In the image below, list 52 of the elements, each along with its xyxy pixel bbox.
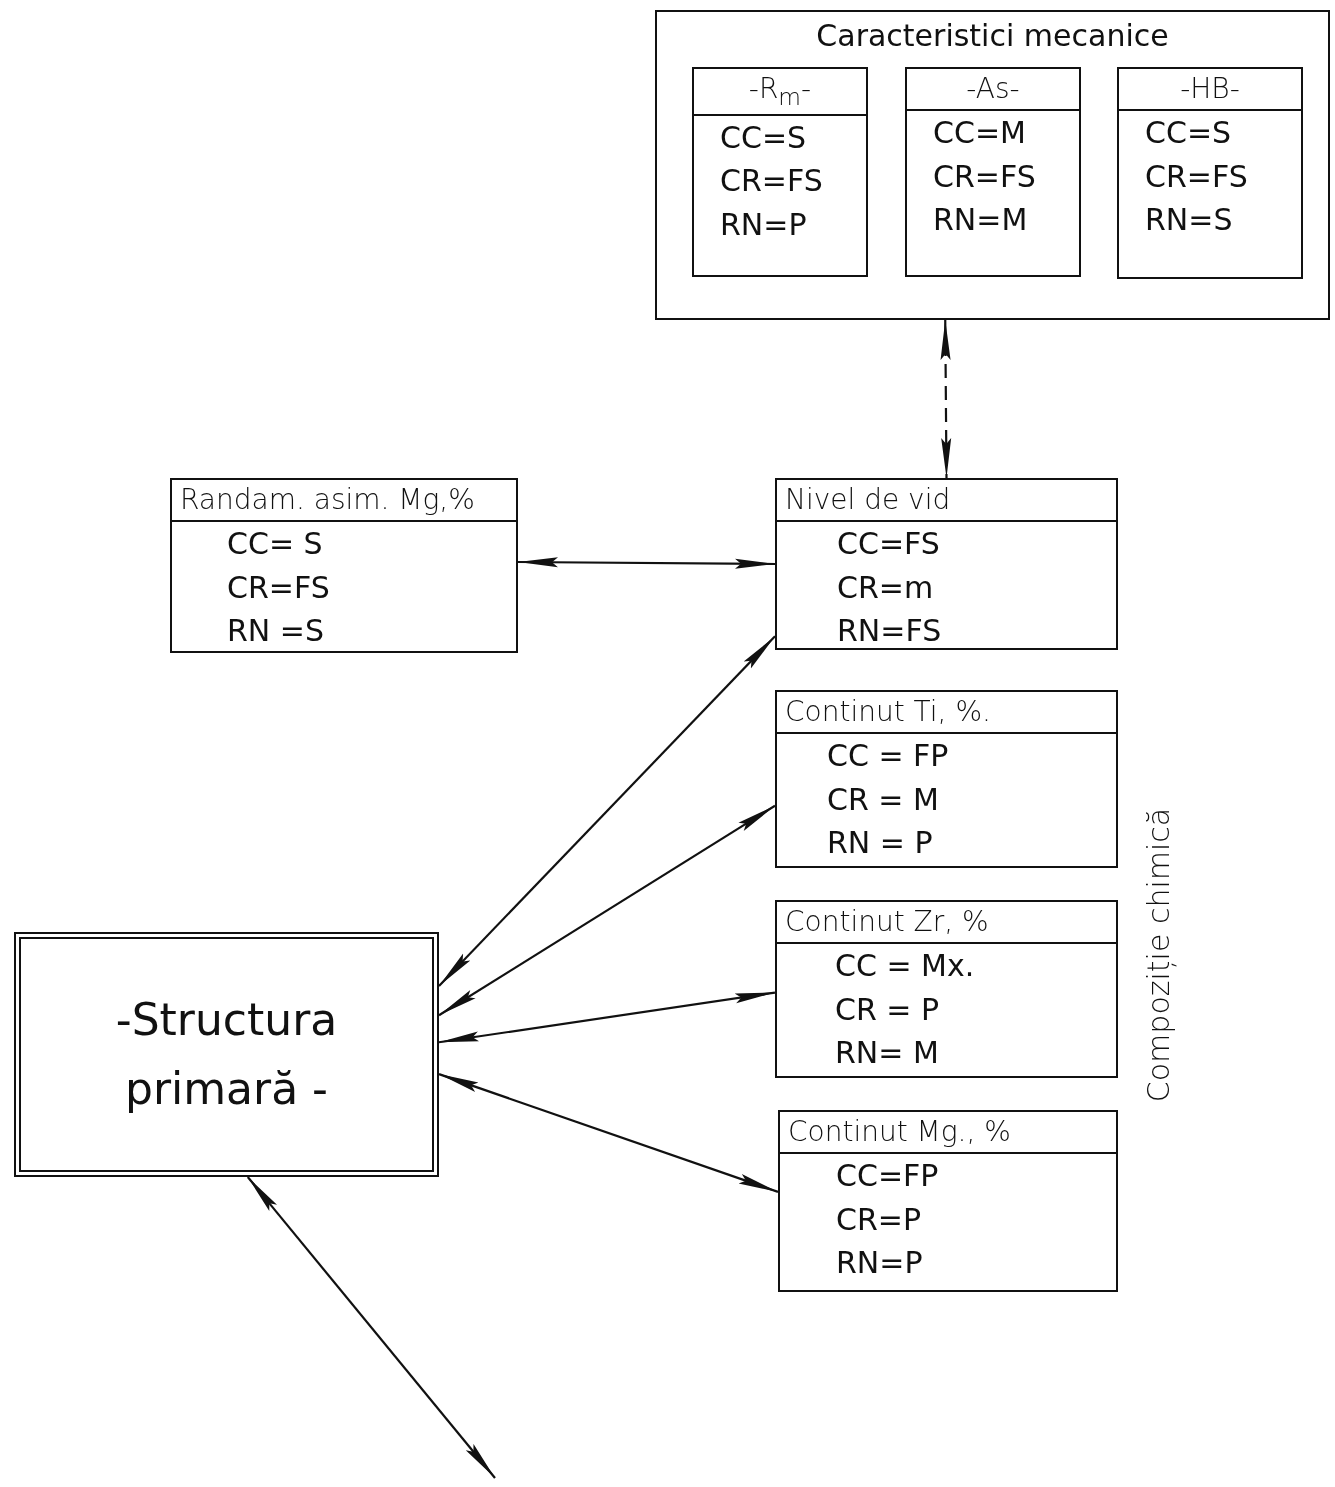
rating-line: CR=FS: [227, 569, 330, 605]
rating-line: CC = Mx.: [835, 948, 975, 984]
table-heading: -HB-: [1119, 69, 1301, 112]
table-box: [775, 690, 1118, 868]
rating-line: RN=S: [1145, 202, 1233, 238]
table-box: [905, 67, 1081, 277]
table-heading: Continut Zr, %: [777, 902, 1116, 945]
rating-line: CC = FP: [827, 738, 949, 774]
rating-line: CC=FP: [836, 1158, 939, 1194]
table-heading: Continut Ti, %.: [777, 692, 1116, 735]
rating-line: RN=FS: [837, 613, 942, 649]
rating-line: CR=FS: [933, 158, 1036, 194]
table-box: [1117, 67, 1303, 279]
table-heading: Nivel de vid: [777, 480, 1116, 523]
rating-line: CC=FS: [837, 526, 940, 562]
table-box: [170, 478, 518, 653]
rating-line: CR=FS: [1145, 158, 1248, 194]
rating-line: RN=P: [836, 1245, 923, 1281]
double-arrow: [438, 991, 776, 1044]
table-box: [778, 1110, 1118, 1292]
rating-line: CC=M: [933, 115, 1026, 151]
rating-line: CC= S: [227, 526, 323, 562]
table-heading: Continut Mg., %: [780, 1112, 1116, 1155]
rating-line: RN=P: [720, 206, 807, 242]
double-arrow: [438, 804, 776, 1017]
table-box: [775, 478, 1118, 650]
table-heading: -R$_{m}$-: [694, 69, 866, 116]
rating-line: RN =S: [227, 613, 324, 649]
table-heading: -As-: [907, 69, 1079, 112]
double-arrow: [438, 1073, 779, 1193]
side-label: Compoziție chimică: [1140, 807, 1176, 1103]
rating-line: CC=S: [1145, 115, 1232, 151]
box-title: -Structura primară -: [114, 993, 339, 1116]
rating-line: RN= M: [835, 1035, 939, 1071]
rating-line: RN=M: [933, 202, 1028, 238]
rating-line: CR=m: [837, 569, 934, 605]
table-box: [775, 900, 1118, 1078]
rating-line: CR=P: [836, 1201, 922, 1237]
double-arrow: [246, 1176, 496, 1479]
rating-line: CR = M: [827, 781, 939, 817]
rating-line: CR=FS: [720, 163, 823, 199]
frame-title: Caracteristici mecanice: [816, 18, 1169, 53]
rating-line: CC=S: [720, 119, 807, 155]
group-frame: [655, 10, 1330, 320]
double-arrow: [940, 320, 952, 478]
double-arrow: [438, 635, 776, 987]
main-box: [14, 932, 439, 1177]
rating-line: RN = P: [827, 825, 933, 861]
table-heading: Randam. asim. Mg,%: [172, 480, 516, 523]
rating-line: CR = P: [835, 991, 940, 1027]
double-arrow: [518, 557, 775, 569]
table-box: [692, 67, 868, 277]
